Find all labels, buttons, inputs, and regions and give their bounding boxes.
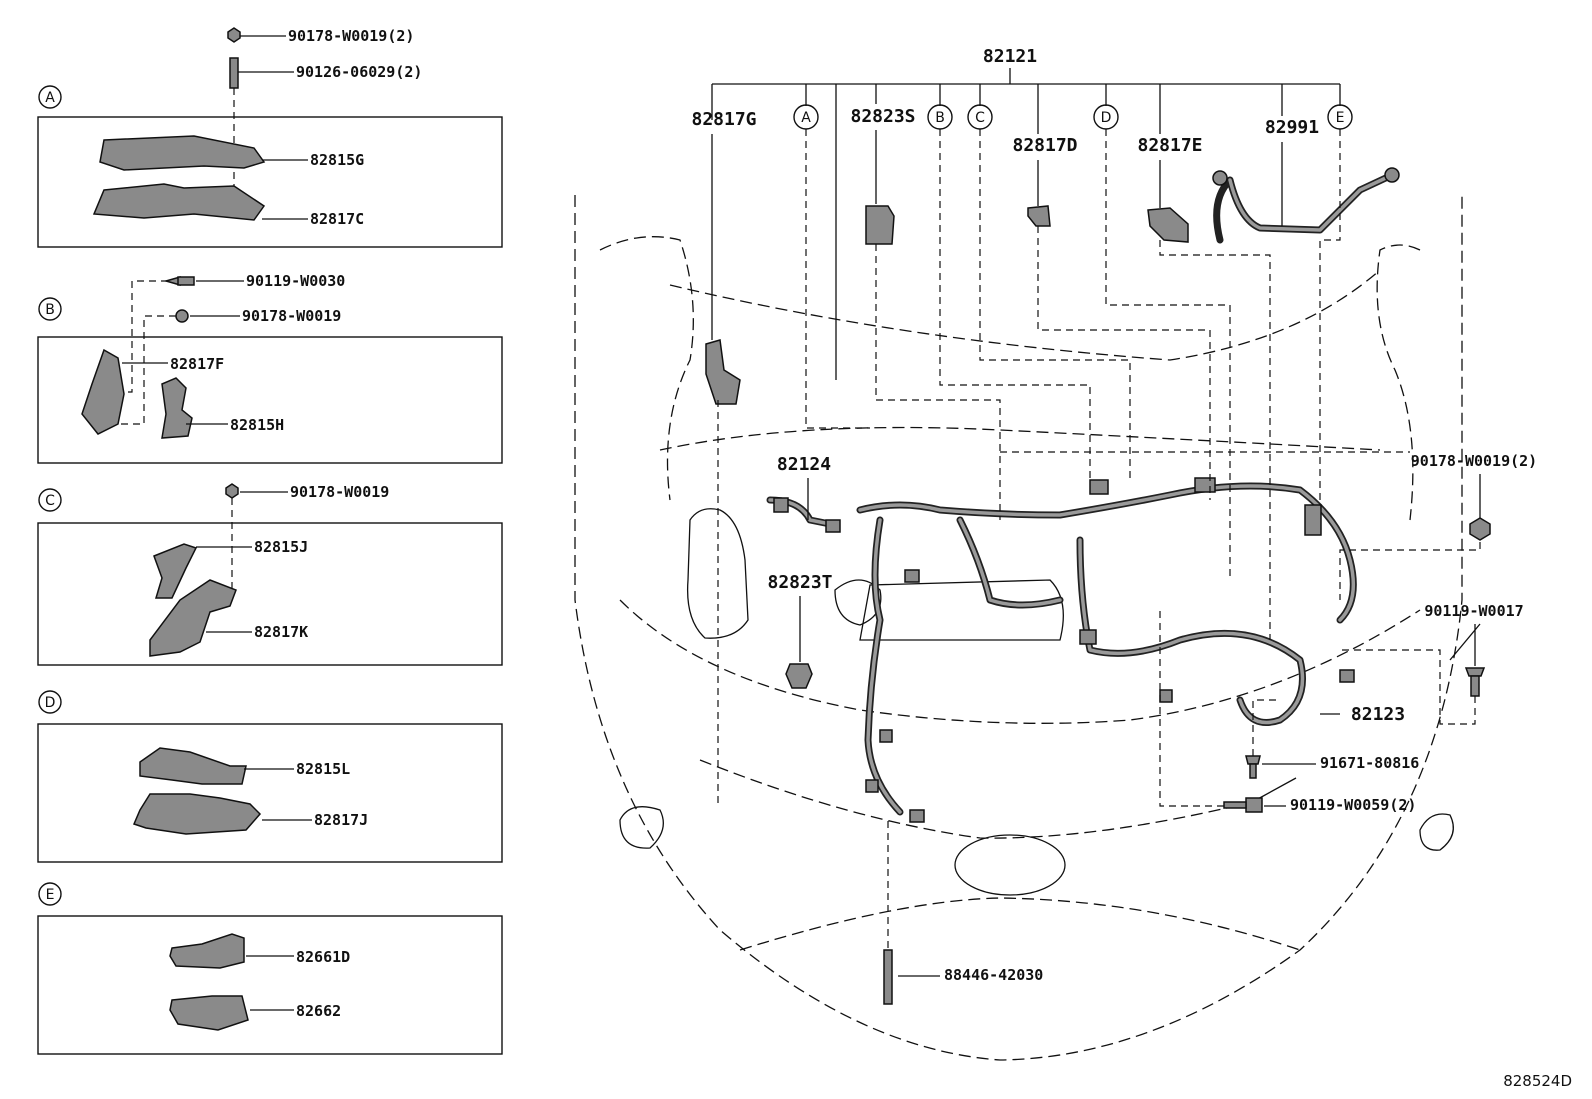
harness-label: 82121	[983, 46, 1037, 67]
relay-block-icon	[169, 933, 245, 969]
nut-icon	[225, 483, 239, 499]
top-parts: 82817G 82823S 82817D 82817E 82991	[691, 106, 1341, 806]
fastener-label: 88446-42030	[944, 966, 1043, 984]
group-c: C 90178-W0019 82815J 82817K	[37, 483, 503, 666]
part-label: 82817J	[314, 811, 368, 829]
group-e: E 82661D 82662	[37, 882, 503, 1055]
wiring-protector-icon	[153, 543, 198, 599]
fastener-label: 90178-W0019(2)	[288, 27, 414, 45]
callout-label-b: B	[935, 110, 945, 126]
group-a-box	[37, 116, 503, 248]
wiring-protector-icon	[99, 135, 266, 171]
wiring-clip-icon	[1027, 205, 1051, 227]
wiring-protector-icon	[161, 377, 193, 439]
wiring-protector-icon	[705, 339, 741, 405]
callout-label-a: A	[45, 90, 55, 106]
fastener-label: 91671-80816	[1320, 754, 1419, 772]
callout-circle-d	[38, 690, 62, 714]
part-label: 82991	[1265, 117, 1319, 138]
callout-label-d: D	[1101, 110, 1112, 126]
callout-label-c: C	[975, 110, 985, 126]
connector-icon	[825, 519, 841, 533]
bolt-icon	[177, 276, 195, 286]
connector-clip-icon	[865, 205, 895, 245]
bolt-icon	[1464, 667, 1486, 677]
fog-lamp-right	[1419, 813, 1454, 851]
part-label: 82662	[296, 1002, 341, 1020]
ground-terminal-icon	[1212, 170, 1228, 186]
wiring-protector-icon	[132, 793, 262, 835]
ground-terminal-icon	[1384, 167, 1400, 183]
group-d-box	[37, 723, 503, 863]
bolt-icon	[1245, 755, 1261, 765]
fastener-label: 90126-06029(2)	[296, 63, 422, 81]
part-label: 82823S	[850, 106, 915, 127]
fastener-label: 90178-W0019	[242, 307, 341, 325]
callout-circle-c	[38, 488, 62, 512]
nut-icon	[1469, 517, 1491, 541]
engine-parts: 82124 82823T 82123	[767, 454, 1405, 725]
fastener-label: 90119-W0017	[1424, 602, 1523, 620]
nut-icon	[227, 27, 241, 43]
fastener-label: 90119-W0059(2)	[1290, 796, 1416, 814]
wiring-protector-icon	[81, 348, 125, 435]
callout-label-d: D	[45, 695, 56, 711]
reservoir-outline	[686, 508, 749, 639]
emblem-outline	[954, 834, 1066, 896]
fastener-label: 90178-W0019	[290, 483, 389, 501]
part-label: 82817K	[254, 623, 308, 641]
callout-label-e: E	[46, 887, 55, 903]
part-label: 82817G	[691, 109, 756, 130]
bolt-icon	[1245, 797, 1263, 813]
part-label: 82823T	[767, 572, 832, 593]
vehicle-engine-bay	[574, 167, 1463, 1061]
fog-lamp-left	[619, 806, 664, 849]
stud-bolt-icon	[229, 57, 239, 89]
callout-label-b: B	[45, 302, 55, 318]
part-label: 82124	[777, 454, 831, 475]
callout-label-a: A	[801, 110, 811, 126]
group-a: A 90178-W0019(2) 90126-06029(2) 82815G 8…	[37, 27, 503, 248]
part-label: 82815J	[254, 538, 308, 556]
group-b-box	[37, 336, 503, 464]
main-fasteners: 90178-W0019(2) 90119-W0017 91671-80816 9…	[883, 451, 1537, 1005]
part-label: 82815L	[296, 760, 350, 778]
group-c-box	[37, 522, 503, 666]
fastener-label: 90119-W0030	[246, 272, 345, 290]
diagram-reference-code: 828524D	[1503, 1072, 1572, 1090]
stud-bolt-icon	[883, 949, 893, 1005]
callout-circle-b	[38, 297, 62, 321]
part-label: 82817E	[1137, 135, 1202, 156]
part-label: 82815G	[310, 151, 364, 169]
group-b: B 90119-W0030 90178-W0019 82817F 82815H	[37, 272, 503, 464]
group-d: D 82815L 82817J	[37, 690, 503, 863]
bulb-socket-icon	[785, 663, 813, 689]
part-label: 82817F	[170, 355, 224, 373]
callout-circle-e	[38, 882, 62, 906]
relay-block-icon	[169, 995, 249, 1031]
part-label: 82815H	[230, 416, 284, 434]
callout-circle-a	[38, 85, 62, 109]
part-label: 82817D	[1012, 135, 1077, 156]
callout-label-c: C	[45, 493, 55, 509]
fastener-label: 90178-W0019(2)	[1411, 452, 1537, 470]
part-label: 82817C	[310, 210, 364, 228]
part-label: 82661D	[296, 948, 350, 966]
part-label: 82123	[1351, 704, 1405, 725]
wiring-protector-icon	[149, 579, 237, 657]
nut-icon	[175, 309, 189, 323]
wiring-protector-icon	[139, 747, 247, 785]
wiring-protector-icon	[1147, 207, 1189, 243]
group-e-box	[37, 915, 503, 1055]
wiring-protector-icon	[92, 183, 266, 221]
connector-icon	[773, 497, 789, 513]
callout-label-e: E	[1336, 110, 1345, 126]
harness-callout-tree: 82121	[711, 46, 1341, 380]
